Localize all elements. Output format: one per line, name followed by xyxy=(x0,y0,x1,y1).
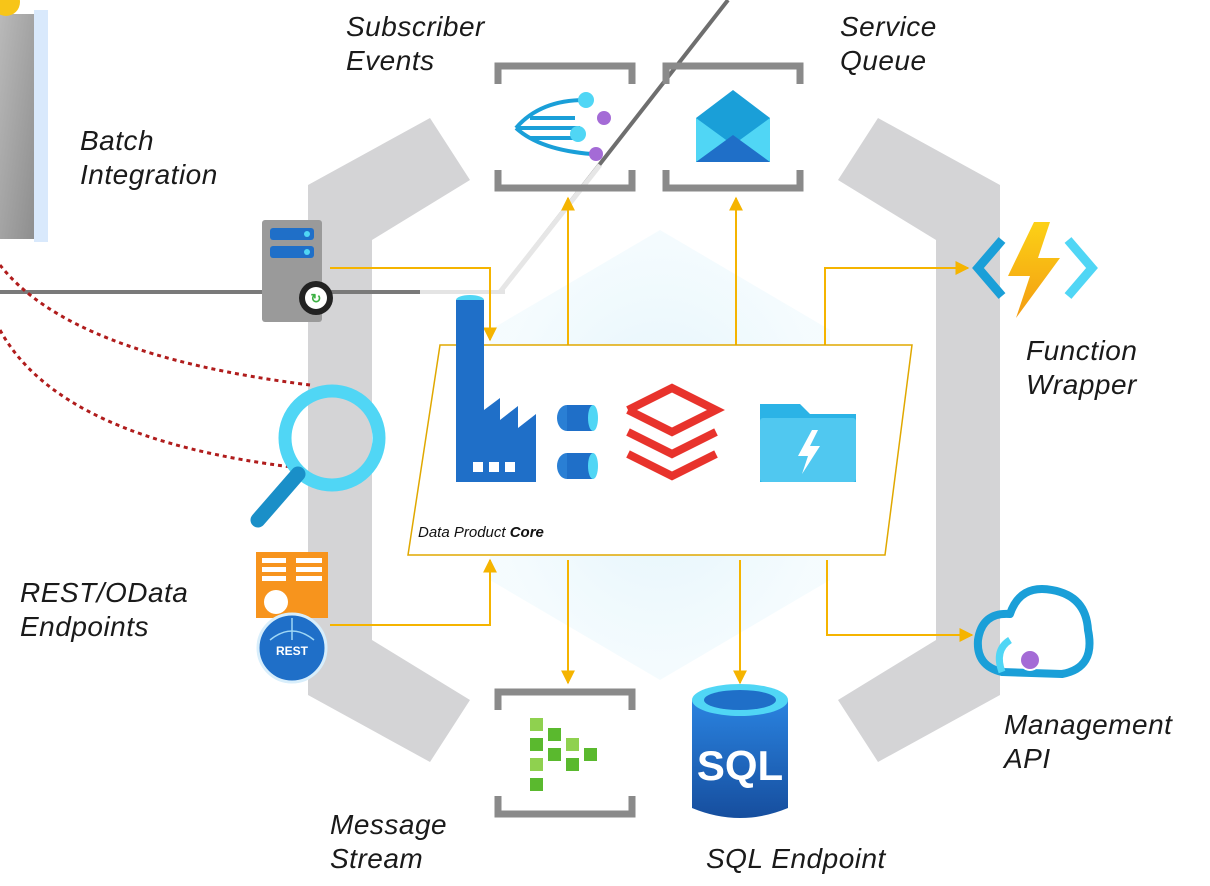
server-cube-partial xyxy=(0,0,48,242)
core-caption-prefix: Data Product xyxy=(418,524,510,541)
label-rest-odata-endpoints: REST/OData Endpoints xyxy=(20,577,189,642)
diagonal-line xyxy=(498,0,730,294)
data-factory-icon xyxy=(456,295,536,482)
connector-lines xyxy=(330,196,974,685)
label-message-stream: Message Stream xyxy=(330,809,448,874)
management-api-cloud-icon xyxy=(973,585,1094,678)
event-grid-icon xyxy=(514,92,611,161)
bracket-frames xyxy=(494,62,804,818)
data-lake-storage-icon xyxy=(760,404,856,482)
label-subscriber-events: Subscriber Events xyxy=(346,11,485,76)
pipeline-connector-icon xyxy=(557,405,598,479)
label-sql-endpoint: SQL Endpoint xyxy=(706,843,886,874)
sql-database-icon: SQL xyxy=(692,684,788,818)
core-caption-bold: Core xyxy=(509,524,544,541)
search-magnifier-icon xyxy=(250,384,386,528)
rest-api-icon: REST xyxy=(256,552,328,684)
svg-text:↻: ↻ xyxy=(311,291,322,306)
service-queue-envelope-icon xyxy=(696,90,770,162)
batch-integration-server-icon: ↻ xyxy=(262,220,333,322)
label-management-api: Management API xyxy=(1004,709,1173,774)
azure-function-icon xyxy=(972,222,1098,318)
hexagon-frame xyxy=(308,118,1000,762)
rest-badge-text: REST xyxy=(276,644,309,658)
sql-icon-text: SQL xyxy=(697,742,783,789)
label-function-wrapper: Function Wrapper xyxy=(1026,335,1138,400)
label-service-queue: Service Queue xyxy=(840,11,937,76)
data-product-core-caption: Data Product Core xyxy=(418,524,544,541)
label-batch-integration: Batch Integration xyxy=(80,125,218,190)
databricks-icon xyxy=(626,383,725,481)
dotted-connectors xyxy=(0,264,311,470)
event-hub-stream-icon xyxy=(530,718,597,791)
